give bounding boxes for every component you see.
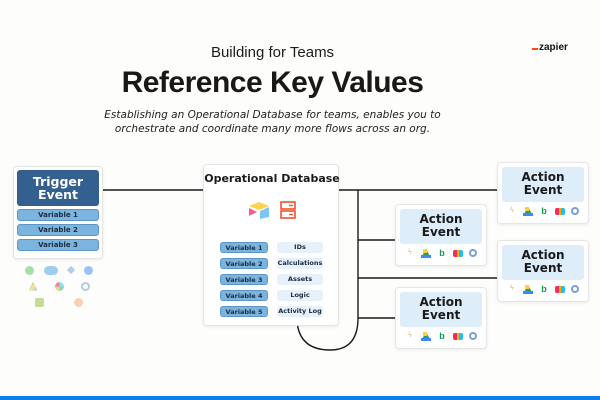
hubspot-icon: ϟ (510, 207, 514, 214)
hubspot-icon (74, 297, 83, 307)
airtable-icon (249, 202, 269, 219)
db-value-assets: Assets (277, 274, 323, 285)
slack-icon (54, 281, 64, 291)
db-variable-5: Variable 5 (220, 306, 268, 317)
action-title-line-2: Event (523, 261, 563, 275)
action-event-header: Action Event (400, 209, 482, 244)
google-drive-icon (421, 248, 431, 258)
database-row: Variable 4 Logic (220, 290, 323, 301)
database-row: Variable 2 Calculations (220, 258, 323, 269)
google-drive-icon (523, 284, 533, 294)
db-variable-3: Variable 3 (220, 274, 268, 285)
subtitle: Building for Teams (210, 44, 335, 61)
storage-icon (280, 201, 296, 219)
trigger-variable-3: Variable 3 (17, 239, 99, 251)
logo-text: zapier (539, 42, 568, 53)
database-row: Variable 5 Activity Log (220, 306, 323, 317)
wechat-icon (25, 265, 34, 275)
description: Establishing an Operational Database for… (0, 108, 545, 136)
airtable-icon (453, 249, 463, 257)
trigger-title-line-1: Trigger (32, 174, 84, 189)
action-title-line-1: Action (419, 295, 463, 309)
action-event-card: Action Event ϟ b (395, 204, 487, 266)
bottom-accent-bar (0, 396, 600, 400)
shopify-icon (35, 297, 44, 307)
action-title-line-2: Event (421, 308, 461, 322)
circle-icon (80, 281, 90, 291)
operational-database-card: Operational Database Variable 1 IDs Vari… (203, 164, 340, 326)
action-event-card: Action Event ϟ b (395, 287, 487, 349)
description-line-1: Establishing an Operational Database for… (104, 109, 441, 121)
trigger-variable-1: Variable 1 (17, 209, 99, 221)
db-value-logic: Logic (277, 290, 323, 301)
google-drive-icon (421, 331, 431, 341)
db-variable-4: Variable 4 (220, 290, 268, 301)
loop-back-arrow (296, 317, 359, 351)
action-title-line-2: Event (421, 225, 461, 239)
airtable-icon (555, 285, 565, 293)
description-line-2: orchestrate and coordinate many more flo… (114, 123, 431, 135)
circle-icon (571, 285, 579, 293)
action-event-card: Action Event ϟ b (497, 162, 589, 224)
google-drive-icon (523, 206, 533, 216)
database-icons (204, 201, 340, 219)
google-sheets-icon: b (541, 206, 547, 216)
db-value-calculations: Calculations (277, 258, 323, 269)
action-title-line-1: Action (521, 170, 565, 184)
db-variable-1: Variable 1 (220, 242, 268, 253)
database-title: Operational Database (204, 172, 340, 185)
action-app-icons: ϟ b (400, 244, 482, 262)
airtable-icon (555, 207, 565, 215)
db-value-ids: IDs (277, 242, 323, 253)
action-title-line-2: Event (523, 183, 563, 197)
action-event-header: Action Event (502, 167, 584, 202)
zapier-logo: zapier (532, 42, 568, 53)
action-event-header: Action Event (400, 292, 482, 327)
diamond-icon (66, 265, 76, 275)
circle-icon (571, 207, 579, 215)
logo-mark-icon (532, 48, 538, 50)
google-drive-icon (28, 281, 38, 291)
action-app-icons: ϟ b (502, 202, 584, 220)
google-sheets-icon: b (541, 284, 547, 294)
circle-icon (469, 332, 477, 340)
trigger-event-card: Trigger Event Variable 1 Variable 2 Vari… (13, 166, 103, 259)
google-sheets-icon: b (439, 248, 445, 258)
hubspot-icon: ϟ (408, 332, 412, 339)
google-sheets-icon: b (439, 331, 445, 341)
action-title-line-1: Action (419, 212, 463, 226)
action-event-header: Action Event (502, 245, 584, 280)
trigger-app-icons (20, 262, 98, 310)
database-row: Variable 3 Assets (220, 274, 323, 285)
db-value-activity-log: Activity Log (277, 306, 323, 317)
trigger-event-header: Trigger Event (17, 170, 99, 206)
action-app-icons: ϟ b (400, 327, 482, 345)
page-title: Reference Key Values (121, 66, 424, 99)
action-event-card: Action Event ϟ b (497, 240, 589, 302)
database-row: Variable 1 IDs (220, 242, 323, 253)
hubspot-icon: ϟ (510, 285, 514, 292)
trigger-variable-2: Variable 2 (17, 224, 99, 236)
hubspot-icon: ϟ (408, 249, 412, 256)
circle-icon (469, 249, 477, 257)
zoom-icon (84, 265, 93, 275)
trigger-title-line-2: Event (37, 187, 79, 202)
action-title-line-1: Action (521, 248, 565, 262)
db-variable-2: Variable 2 (220, 258, 268, 269)
salesforce-icon (44, 265, 58, 275)
action-app-icons: ϟ b (502, 280, 584, 298)
airtable-icon (453, 332, 463, 340)
